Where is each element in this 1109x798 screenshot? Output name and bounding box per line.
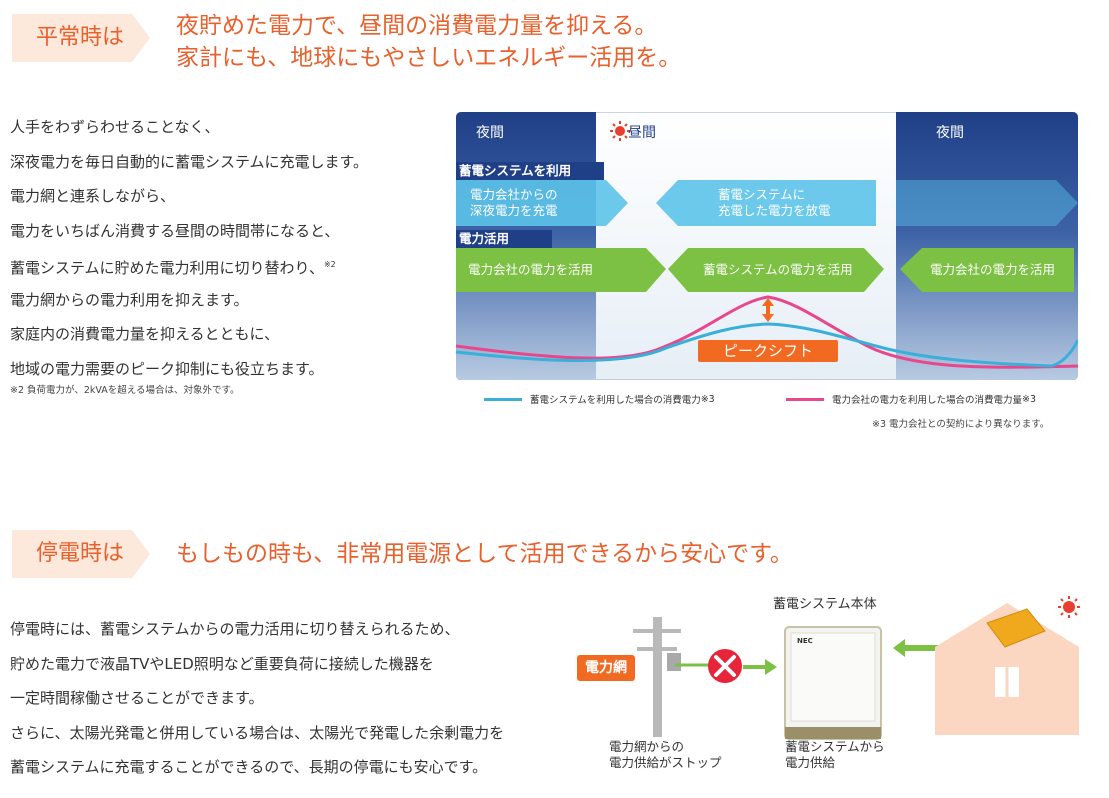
caption-unit-line: 電力供給 [785,755,836,770]
normal-time-tag-label: 平常時は [12,14,133,62]
battery-unit-icon [784,626,882,740]
outage-headline: もしもの時も、非常用電源として活用できるから安心です。 [176,541,793,567]
caption-grid-line: 電力網からの [609,739,685,754]
normal-body-line-with-mark: 蓄電システムに貯めた電力利用に切り替わり、※2 [10,248,368,283]
normal-time-tag: 平常時は [12,14,151,62]
peak-shift-label: ピークシフト [722,342,813,360]
row1-arrow-left-label: 電力会社からの 深夜電力を充電 [470,187,558,219]
diagram-graphic [455,111,1080,381]
row2-arrow-left-label: 電力会社の電力を活用 [468,262,594,277]
row2-arrow-right-label: 電力会社の電力を活用 [930,262,1056,277]
row1-arrow-right [896,180,1078,226]
normal-body-line: 地域の電力需要のピーク抑制にも役立ちます。 [10,359,324,378]
normal-body: 人手をわずらわせることなく、 深夜電力を毎日自動的に蓄電システムに充電します。 … [10,110,368,386]
legend-pink: 電力会社の電力を利用した場合の消費電力量※3 [786,392,1036,406]
period-night-right: 夜間 [936,122,964,142]
peak-shift-diagram: 夜間 昼間 夜間 蓄電システムを利用 電力活用 電力会社からの 深夜電力を充電 … [455,111,1080,381]
unit-brand-logo: NEC [797,637,813,645]
normal-body-line: 家庭内の消費電力量を抑えるとともに、 [10,325,280,343]
outage-body-line: 蓄電システムに充電することができるので、長期の停電にも安心です。 [10,758,488,776]
row1-arrow-mid [656,180,876,226]
footnote-3: ※3 電力会社との契約により異なります。 [872,419,1050,430]
normal-body-line: 電力をいちばん消費する昼間の時間帯になると、 [10,221,340,240]
outage-body: 停電時には、蓄電システムからの電力活用に切り替えられるため、 貯めた電力で液晶T… [10,612,504,785]
period-night-left-label: 夜間 [476,125,504,141]
row1-arrow-left-line: 電力会社からの [470,187,558,202]
row2-arrow-mid-label: 蓄電システムの電力を活用 [703,262,853,277]
grid-to-unit-arrow-icon [743,659,777,675]
outage-body-line: さらに、太陽光発電と併用している場合は、太陽光で発電した余剰電力を [10,723,505,742]
outage-tag: 停電時は [12,530,151,578]
solar-panel-icon [986,608,1046,648]
row2-header-bg [456,230,552,248]
normal-headline-line-1: 夜貯めた電力で、昼間の消費電力量を抑える。 [176,13,658,39]
footnote-2: ※2 負荷電力が、2kVAを超える場合は、対象外です。 [10,385,240,396]
row1-arrow-mid-label: 蓄電システムに 充電した電力を放電 [718,187,831,219]
row1-header-bg [456,162,604,180]
row1-arrow-mid-line: 蓄電システムに [718,187,806,202]
tag-arrow-tip [132,14,151,62]
outage-illustration: 蓄電システム本体 電力網 NEC 電力網からの 電力供給がストップ 蓄電システム… [575,595,1095,795]
period-day: 昼間 [628,122,656,142]
row2-arrow-mid [668,248,884,292]
peak-shift-indicator [762,298,774,322]
outage-body-line: 停電時には、蓄電システムからの電力活用に切り替えられるため、 [10,620,460,638]
sun-icon-diagram [610,121,630,141]
night-right-panel [896,112,1078,380]
grid-label: 電力網 [585,660,627,676]
row1-arrow-left-line: 深夜電力を充電 [470,203,558,218]
row1-arrow-left [456,180,628,226]
legend-blue-swatch [484,397,522,401]
caption-grid: 電力網からの 電力供給がストップ [609,739,722,771]
legend-pink-label: 電力会社の電力を利用した場合の消費電力量 [832,395,1023,406]
footnote-mark-2: ※2 [323,260,336,269]
normal-body-line: 電力網からの電力利用を抑えます。 [10,290,249,309]
house-icon [935,603,1079,735]
legend-blue: 蓄電システムを利用した場合の消費電力※3 [484,392,715,406]
pink-curve [455,295,1079,369]
row1-arrow-mid-line: 充電した電力を放電 [718,203,831,218]
normal-body-line: 蓄電システムに貯めた電力利用に切り替わり、 [10,259,324,277]
tag-arrow-tip [132,530,151,578]
outage-body-line: 貯めた電力で液晶TVやLED照明など重要負荷に接続した機器を [10,654,434,673]
outage-tag-label: 停電時は [12,530,133,578]
grid-label-bg [577,655,635,681]
row2-arrow-left [456,248,666,292]
legend-pink-mark: ※3 [1022,393,1037,405]
legend-pink-swatch [786,397,824,401]
period-day-label: 昼間 [628,125,656,141]
sun-icon-illustration [1058,596,1080,618]
battery-unit-title: 蓄電システム本体 [773,597,877,612]
cross-icon [708,649,742,683]
normal-headline: 夜貯めた電力で、昼間の消費電力量を抑える。 家計にも、地球にもやさしいエネルギー… [176,10,681,74]
normal-body-line: 電力網と連系しながら、 [10,187,176,205]
outage-body-line: 一定時間稼働させることができます。 [10,689,264,707]
legend-blue-mark: ※3 [700,393,715,405]
legend-blue-label: 蓄電システムを利用した場合の消費電力 [530,395,701,406]
normal-headline-line-2: 家計にも、地球にもやさしいエネルギー活用を。 [176,45,682,71]
caption-unit: 蓄電システムから 電力供給 [785,739,885,771]
utility-pole-icon [633,617,681,737]
row2-arrow-right [900,248,1074,292]
caption-grid-line: 電力供給がストップ [609,755,722,770]
row2-header: 電力活用 [459,231,510,246]
peak-shift-badge-bg [698,340,838,362]
illustration-graphic [577,596,1080,740]
period-night-right-label: 夜間 [936,125,964,141]
caption-unit-line: 蓄電システムから [785,739,885,754]
blue-curve [455,322,1080,368]
normal-body-line: 人手をわずらわせることなく、 [10,118,220,136]
period-night-left: 夜間 [476,122,504,142]
row1-header: 蓄電システムを利用 [459,163,572,178]
normal-body-line: 深夜電力を毎日自動的に蓄電システムに充電します。 [10,152,369,171]
